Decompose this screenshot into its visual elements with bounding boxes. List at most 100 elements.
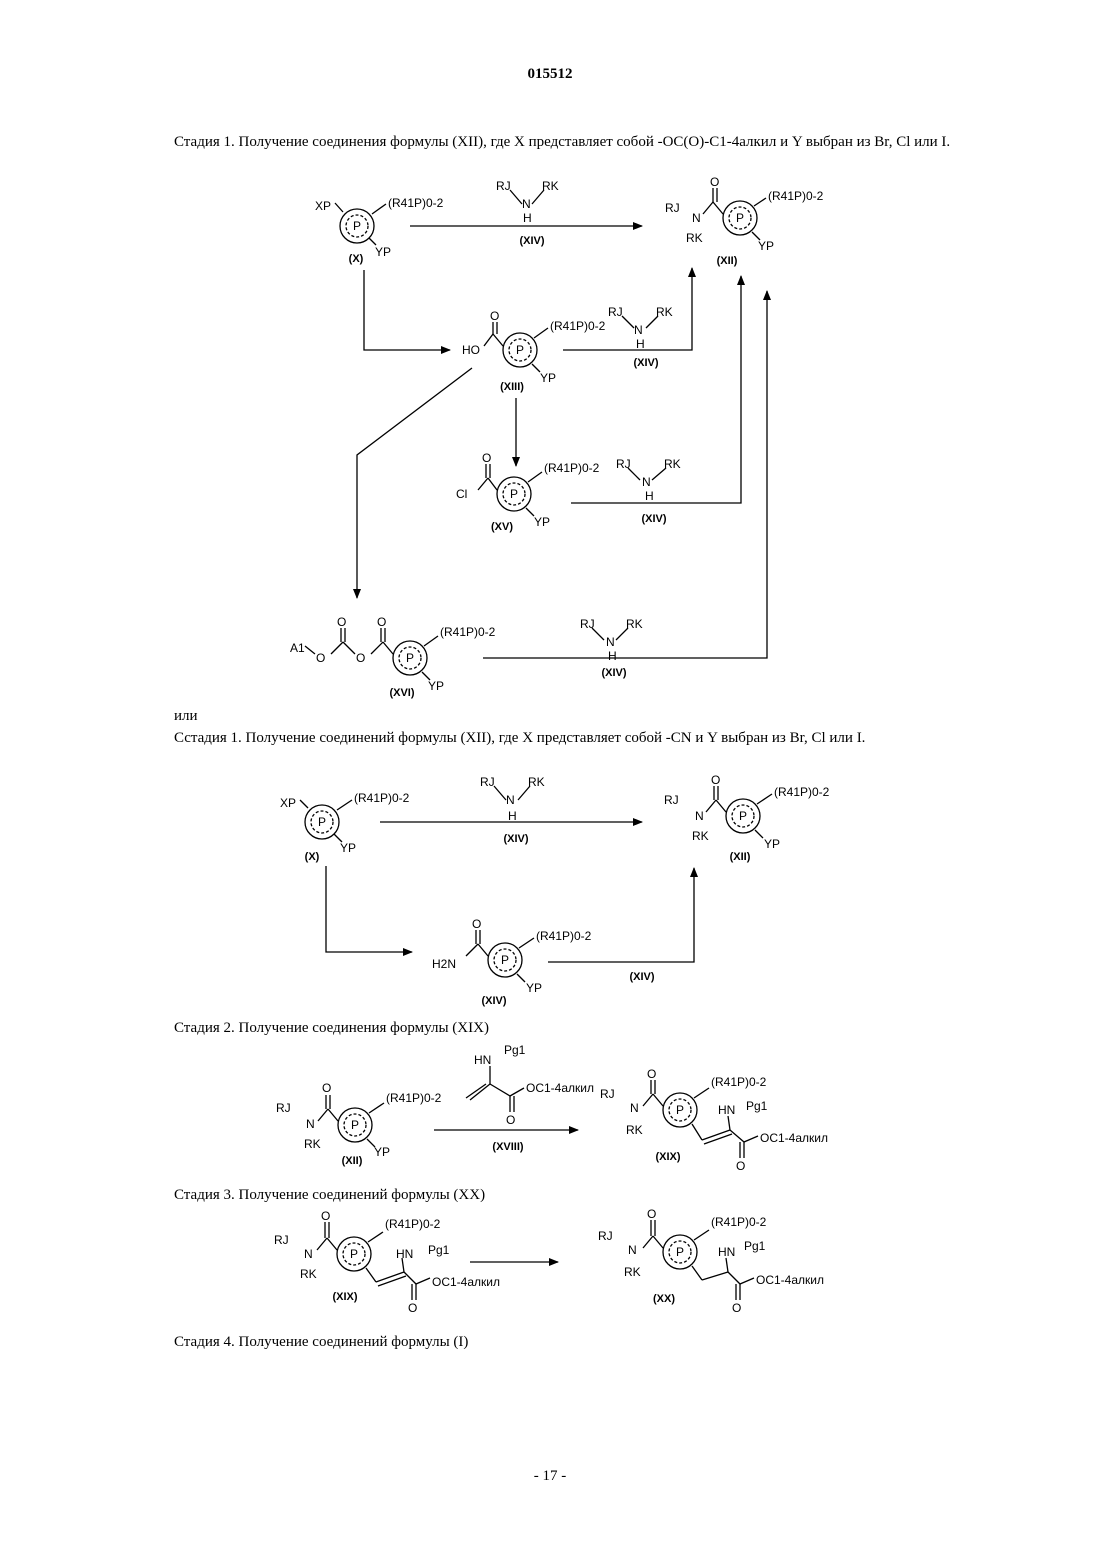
n-atom: N: [642, 475, 651, 489]
pg1-atom: Pg1: [744, 1239, 766, 1253]
n-atom: N: [506, 793, 515, 807]
scheme-stage-1b: XP P (R41P)0-2 YP (X) RJ N RK H (XIV) O …: [0, 760, 1100, 1020]
r41p-substituent: (R41P)0-2: [768, 189, 824, 203]
yp-atom: YP: [375, 245, 391, 259]
h2n-atom: H2N: [432, 957, 456, 971]
rk-atom: RK: [304, 1137, 321, 1151]
ring-p: P: [406, 651, 414, 665]
ring-p: P: [739, 809, 747, 823]
ring-p: P: [351, 1118, 359, 1132]
rj-atom: RJ: [600, 1087, 615, 1101]
o-atom: O: [321, 1209, 330, 1223]
a1-atom: A1: [290, 641, 305, 655]
o-atom: O: [356, 651, 365, 665]
yp-atom: YP: [340, 841, 356, 855]
label-xiv: (XIV): [481, 995, 506, 1007]
label-x: (X): [349, 253, 364, 265]
r41p-substituent: (R41P)0-2: [774, 785, 830, 799]
cl-atom: Cl: [456, 487, 467, 501]
stage-4-heading: Стадия 4. Получение соединений формулы (…: [174, 1333, 468, 1352]
rk-atom: RK: [624, 1265, 641, 1279]
n-atom: N: [695, 809, 704, 823]
reagent-label: (XVIII): [492, 1141, 524, 1153]
rj-atom: RJ: [665, 201, 680, 215]
ring-p: P: [350, 1247, 358, 1261]
o-atom: O: [337, 615, 346, 629]
rk-atom: RK: [528, 775, 545, 789]
o-atom: O: [711, 773, 720, 787]
r41p-substituent: (R41P)0-2: [386, 1091, 442, 1105]
n-atom: N: [306, 1117, 315, 1131]
rj-atom: RJ: [274, 1233, 289, 1247]
r41p-substituent: (R41P)0-2: [711, 1075, 767, 1089]
h-atom: H: [508, 809, 517, 823]
ho-atom: HO: [462, 343, 480, 357]
label-xx: (XX): [653, 1293, 675, 1305]
ring-p: P: [353, 219, 361, 233]
r41p-substituent: (R41P)0-2: [711, 1215, 767, 1229]
reagent-label: (XIV): [629, 971, 654, 983]
rj-atom: RJ: [276, 1101, 291, 1115]
reagent-label: (XIV): [641, 513, 666, 525]
h-atom: H: [608, 649, 617, 663]
scheme-stage-2: RJ N RK O P (R41P)0-2 YP (XII) HN Pg1 OC…: [0, 1040, 1100, 1190]
o-atom: O: [490, 309, 499, 323]
o-atom: O: [316, 651, 325, 665]
label-xv: (XV): [491, 521, 513, 533]
r41p-substituent: (R41P)0-2: [536, 929, 592, 943]
n-atom: N: [304, 1247, 313, 1261]
label-xii: (XII): [342, 1155, 363, 1167]
rj-atom: RJ: [664, 793, 679, 807]
label-xix: (XIX): [332, 1291, 357, 1303]
rj-atom: RJ: [480, 775, 495, 789]
ring-p: P: [510, 487, 518, 501]
hn-atom: HN: [396, 1247, 413, 1261]
r41p-substituent: (R41P)0-2: [550, 319, 606, 333]
yp-atom: YP: [764, 837, 780, 851]
pg1-atom: Pg1: [504, 1043, 526, 1057]
reagent-label: (XIV): [503, 833, 528, 845]
stage-3-heading: Стадия 3. Получение соединений формулы (…: [174, 1186, 485, 1205]
stage-1b-heading: Сстадия 1. Получение соединений формулы …: [130, 729, 970, 748]
rj-atom: RJ: [616, 457, 631, 471]
stage-2-heading: Стадия 2. Получение соединения формулы (…: [174, 1019, 489, 1038]
oc-alkyl-atom: OC1-4алкил: [760, 1131, 828, 1145]
o-atom: O: [377, 615, 386, 629]
rk-atom: RK: [692, 829, 709, 843]
n-atom: N: [692, 211, 701, 225]
rj-atom: RJ: [608, 305, 623, 319]
o-atom: O: [408, 1301, 417, 1315]
hn-atom: HN: [718, 1103, 735, 1117]
ring-p: P: [736, 211, 744, 225]
o-atom: O: [322, 1081, 331, 1095]
yp-atom: YP: [428, 679, 444, 693]
scheme-stage-1a: XP P (R41P)0-2 YP (X) RJ N RK H (XIV) O …: [0, 0, 1100, 720]
oc-alkyl-atom: OC1-4алкил: [756, 1273, 824, 1287]
o-atom: O: [732, 1301, 741, 1315]
pg1-atom: Pg1: [746, 1099, 768, 1113]
label-xii: (XII): [717, 255, 738, 267]
o-atom: O: [647, 1067, 656, 1081]
label-xix: (XIX): [655, 1151, 680, 1163]
rj-atom: RJ: [580, 617, 595, 631]
xp-atom: XP: [315, 199, 331, 213]
rk-atom: RK: [686, 231, 703, 245]
yp-atom: YP: [758, 239, 774, 253]
ring-p: P: [676, 1245, 684, 1259]
rk-atom: RK: [664, 457, 681, 471]
h-atom: H: [645, 489, 654, 503]
label-xiii: (XIII): [500, 381, 524, 393]
n-atom: N: [522, 197, 531, 211]
label-xvi: (XVI): [389, 687, 414, 699]
rk-atom: RK: [300, 1267, 317, 1281]
o-atom: O: [710, 175, 719, 189]
r41p-substituent: (R41P)0-2: [388, 196, 444, 210]
page-number: - 17 -: [0, 1468, 1100, 1485]
hn-atom: HN: [474, 1053, 491, 1067]
pg1-atom: Pg1: [428, 1243, 450, 1257]
o-atom: O: [647, 1207, 656, 1221]
rk-atom: RK: [626, 1123, 643, 1137]
label-x: (X): [305, 851, 320, 863]
h-atom: H: [523, 211, 532, 225]
label-xii: (XII): [730, 851, 751, 863]
